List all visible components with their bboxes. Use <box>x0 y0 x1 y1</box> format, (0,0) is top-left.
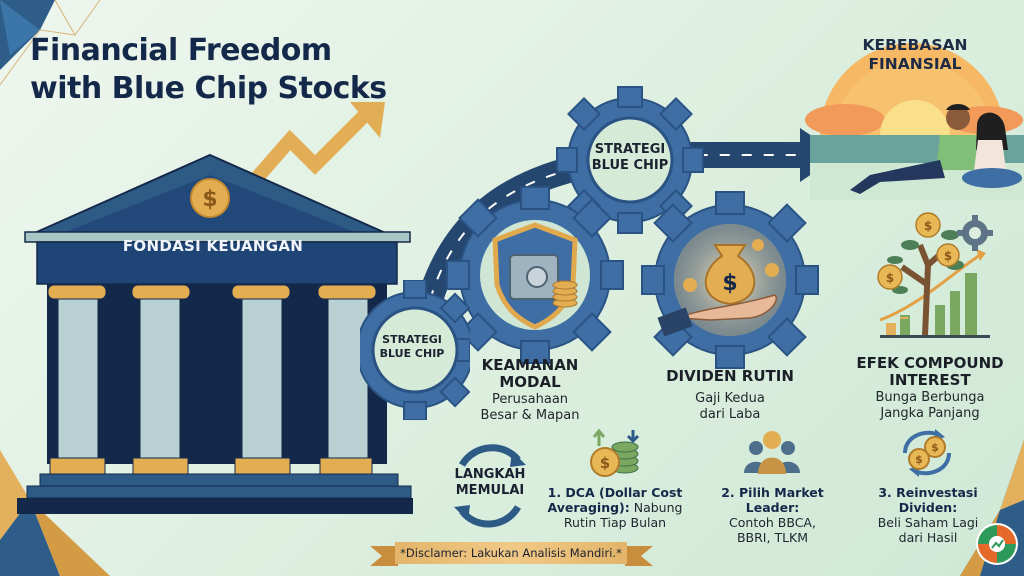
step-3: 3. Reinvestasi Dividen: Beli Saham Lagi … <box>877 485 979 545</box>
svg-text:$: $ <box>722 271 737 296</box>
coins-cycle-icon: $$ <box>903 429 951 477</box>
svg-text:$: $ <box>202 187 217 212</box>
step-2: 2. Pilih Market Leader: Contoh BBCA, BBR… <box>721 485 824 545</box>
gear-strategi-top <box>556 86 704 234</box>
corner-polygon-bottom-left <box>0 450 110 576</box>
rising-arrow-icon <box>250 102 385 185</box>
gear-dividend: $ <box>641 191 819 369</box>
foundation-label: FONDASI KEUANGAN <box>122 237 304 255</box>
goal-label: KEBEBASAN FINANSIAL <box>862 36 968 73</box>
svg-text:$: $ <box>600 454 610 472</box>
svg-text:$: $ <box>924 219 932 233</box>
people-group-icon <box>744 431 800 474</box>
corner-polygon-top-left <box>0 0 101 86</box>
bank-building-icon: $ <box>17 153 413 514</box>
pillar-keamanan: KEAMANAN MODAL Perusahaan Besar & Mapan <box>480 356 580 424</box>
svg-text:$: $ <box>931 441 939 454</box>
page-title: Financial Freedom with Blue Chip Stocks <box>30 33 387 106</box>
money-tree-chart-icon: $ $ $ <box>877 212 993 338</box>
ribbon-tail-right <box>625 546 653 566</box>
step-1: 1. DCA (Dollar Cost Averaging): Nabung R… <box>547 485 683 530</box>
gear-top-label: STRATEGI BLUE CHIP <box>591 142 669 173</box>
cycle-arrows-icon <box>454 444 526 528</box>
gear-security <box>446 186 624 364</box>
brand-logo-icon <box>976 523 1018 565</box>
sunset-couple-illustration <box>805 43 1024 200</box>
svg-text:$: $ <box>886 271 894 285</box>
svg-text:$: $ <box>944 249 952 263</box>
coin-stack-arrows-icon: $ <box>590 428 640 477</box>
steps-header: LANGKAH MEMULAI <box>454 467 526 498</box>
gear-left-label: STRATEGI BLUE CHIP <box>379 333 445 360</box>
svg-text:$: $ <box>915 453 923 466</box>
disclaimer-banner: *Disclamer: Lakukan Analisis Mandiri.* <box>395 542 627 564</box>
pillar-dividen: DIVIDEN RUTIN Gaji Kedua dari Laba <box>666 367 794 423</box>
pillar-compound: EFEK COMPOUND INTEREST Bunga Berbunga Ja… <box>856 354 1004 422</box>
gear-strategi-left <box>360 280 470 420</box>
ribbon-tail-left <box>370 546 398 566</box>
